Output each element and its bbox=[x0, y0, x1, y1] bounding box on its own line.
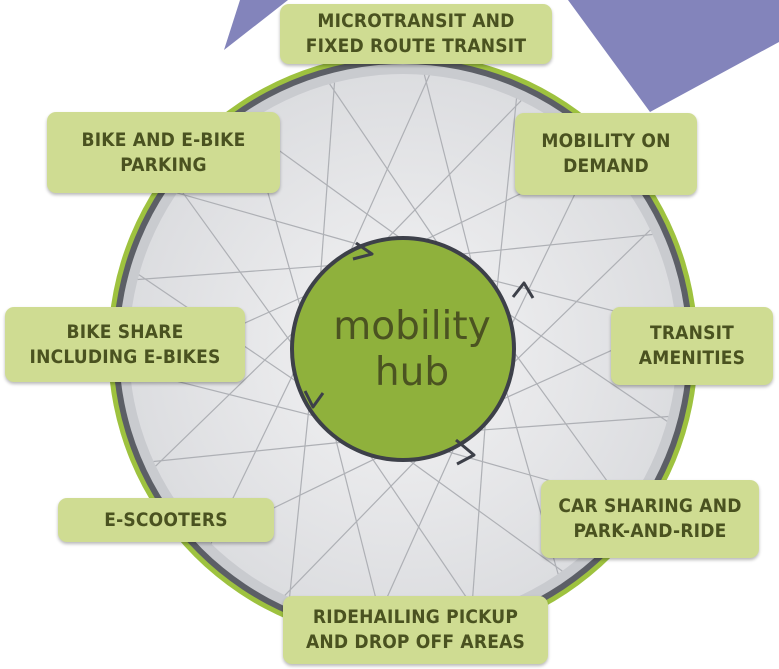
wheel-spoke bbox=[365, 449, 477, 613]
wheel-spoke bbox=[284, 453, 423, 596]
hub bbox=[290, 236, 535, 466]
hub-arrow-top-right bbox=[511, 281, 535, 299]
wheel-spoke bbox=[402, 455, 563, 572]
wheel-spoke bbox=[348, 75, 430, 255]
label-microtransit: MICROTRANSIT AND FIXED ROUTE TRANSIT bbox=[280, 4, 552, 64]
accent-triangle-right bbox=[568, 0, 779, 112]
wheel-spoke bbox=[495, 98, 518, 295]
label-transit-amenities: TRANSIT AMENITIES bbox=[611, 307, 773, 385]
wheel-spoke bbox=[472, 415, 669, 432]
wheel-spoke bbox=[470, 417, 487, 614]
wheel-spoke bbox=[319, 82, 336, 279]
wheel-spoke bbox=[504, 310, 668, 422]
hub-title: mobility hub bbox=[333, 304, 491, 395]
wheel-spoke bbox=[383, 100, 522, 243]
wheel-spoke bbox=[508, 229, 651, 368]
wheel-spoke bbox=[137, 264, 334, 281]
label-ridehailing: RIDEHAILING PICKUP AND DROP OFF AREAS bbox=[283, 596, 548, 664]
hub-arrow-bottom-right bbox=[455, 438, 476, 466]
wheel-spoke bbox=[376, 441, 458, 621]
wheel-spoke bbox=[423, 74, 473, 266]
wheel-spoke bbox=[179, 188, 296, 349]
wheel-spoke bbox=[153, 440, 350, 463]
label-bike-share: BIKE SHARE INCLUDING E-BIKES bbox=[5, 307, 245, 382]
label-bike-parking: BIKE AND E-BIKE PARKING bbox=[47, 112, 280, 193]
wheel-spoke bbox=[288, 401, 311, 598]
label-mobility-on-demand: MOBILITY ON DEMAND bbox=[515, 113, 697, 195]
label-car-sharing: CAR SHARING AND PARK-AND-RIDE bbox=[541, 480, 759, 558]
wheel-spoke bbox=[176, 192, 367, 248]
hub-arrow-left bbox=[303, 390, 325, 409]
accent-triangle-left bbox=[224, 0, 288, 50]
hub-circle bbox=[290, 236, 516, 462]
wheel-spoke bbox=[333, 430, 383, 622]
wheel-spoke bbox=[329, 83, 441, 247]
label-e-scooters: E-SCOOTERS bbox=[58, 498, 274, 542]
wheel-spoke bbox=[155, 328, 298, 467]
hub-arrow-top-left bbox=[352, 241, 374, 261]
wheel-spoke bbox=[456, 233, 653, 256]
